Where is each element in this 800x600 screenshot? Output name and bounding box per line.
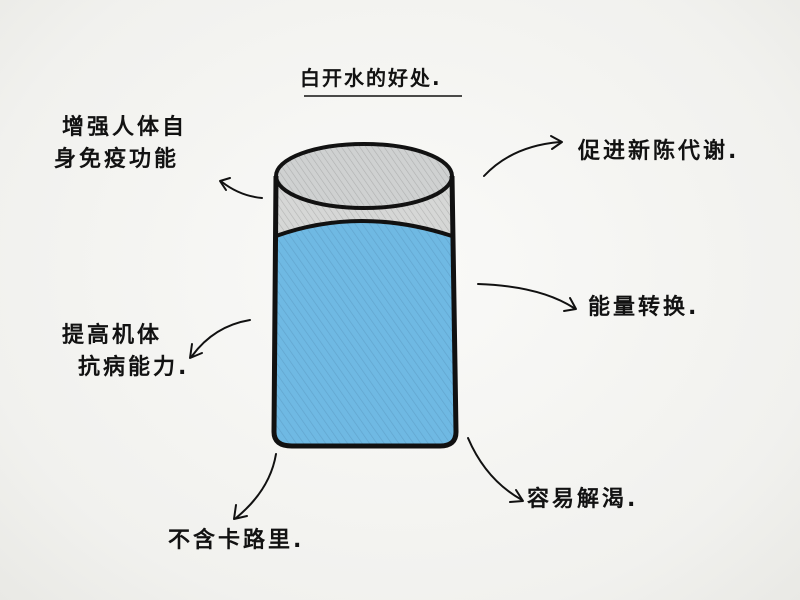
arrow-disease	[191, 319, 251, 357]
benefit-metabolism: 促进新陈代谢.	[578, 139, 740, 164]
benefit-disease: 提高机体 抗病能力.	[62, 320, 189, 384]
benefit-immune-line2: 身免疫功能	[54, 147, 180, 172]
glass-outline	[271, 175, 459, 449]
arrow-thirst	[467, 437, 523, 501]
arrow-metabolism	[483, 141, 561, 177]
benefit-energy: 能量转换.	[588, 295, 700, 320]
benefit-calories: 不含卡路里.	[168, 528, 305, 553]
diagram-title: 白开水的好处.	[300, 66, 442, 90]
benefit-immune: 增强人体自 身免疫功能	[54, 112, 188, 176]
benefit-thirst: 容易解渴.	[527, 487, 639, 512]
benefit-disease-line2: 抗病能力.	[78, 355, 190, 380]
benefit-immune-line1: 增强人体自	[62, 115, 188, 140]
arrow-calories	[235, 453, 277, 519]
water-surface-line	[275, 219, 453, 238]
arrow-energy	[477, 283, 575, 309]
arrow-immune	[221, 181, 263, 199]
benefit-disease-line1: 提高机体	[62, 323, 163, 348]
